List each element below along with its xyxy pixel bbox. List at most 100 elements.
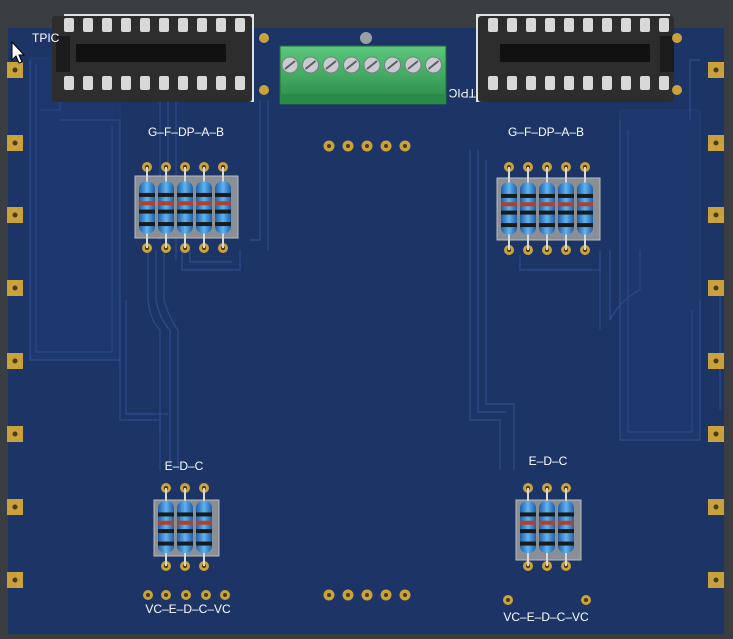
mount-pad [259, 33, 269, 43]
pad-hole [713, 577, 719, 583]
resistor-band [558, 223, 574, 228]
pad-hole [403, 593, 407, 597]
pad-hole [12, 358, 18, 364]
pad-hole [327, 144, 331, 148]
ic-pin [178, 76, 188, 90]
resistor-band [539, 223, 555, 228]
ic-pin [564, 76, 574, 90]
ic-pin [235, 76, 245, 90]
ic-pin [102, 76, 112, 90]
pad-hole [713, 140, 719, 146]
resistor-band [215, 222, 231, 227]
resistor-band [196, 541, 212, 546]
ic-pins [64, 18, 245, 90]
pad-hole [12, 212, 18, 218]
pad-hole [12, 504, 18, 510]
resistor-band [177, 541, 193, 546]
resistor-band [520, 512, 536, 517]
pad-hole [403, 144, 407, 148]
resistor-band [539, 202, 555, 207]
pad-hole [365, 593, 369, 597]
resistor-band [139, 209, 155, 214]
resistor-band [558, 512, 574, 517]
label-group-top-right: G–F–DP–A–B [508, 125, 584, 139]
pad-hole [365, 144, 369, 148]
screw-slot [284, 60, 296, 70]
pad-hole [713, 285, 719, 291]
resistor-band [158, 209, 174, 214]
resistor-band [158, 192, 174, 197]
resistor-band [158, 512, 174, 517]
resistor-band [196, 529, 212, 534]
ic-pin [640, 76, 650, 90]
mount-pad [259, 85, 269, 95]
ic-pin [216, 18, 226, 32]
screw-slot [366, 60, 378, 70]
resistor-band [196, 201, 212, 206]
resistor-band [539, 529, 555, 534]
pad-hole [713, 431, 719, 437]
ic-pin [507, 18, 517, 32]
ic-pin [121, 18, 131, 32]
resistor-band [158, 541, 174, 546]
resistor-band [539, 512, 555, 517]
resistor-band [558, 202, 574, 207]
resistor-band [577, 223, 593, 228]
ic-socket-left[interactable] [52, 14, 254, 102]
pad-hole [346, 144, 350, 148]
resistor-band [177, 520, 193, 525]
resistor-band [139, 201, 155, 206]
mount-pad [672, 85, 682, 95]
resistor-band [501, 210, 517, 215]
ic-pin [640, 18, 650, 32]
mouse-cursor-icon [11, 40, 26, 64]
resistor-band [520, 529, 536, 534]
pad-hole [384, 593, 388, 597]
resistor-band [558, 529, 574, 534]
copper-pour [29, 57, 701, 441]
resistor-group-bottom-left[interactable] [143, 483, 230, 600]
resistor-band [158, 520, 174, 525]
ic-pin [621, 18, 631, 32]
resistor-band [539, 193, 555, 198]
resistor-band [196, 222, 212, 227]
pad-hole [146, 593, 150, 597]
resistor-band [577, 210, 593, 215]
screw-slot [427, 60, 440, 70]
resistor-band [215, 209, 231, 214]
ic-pin [564, 18, 574, 32]
pad-hole [713, 212, 719, 218]
ic-pin [121, 76, 131, 90]
pad-hole [184, 593, 188, 597]
ic-pin [83, 18, 93, 32]
ic-pins [488, 18, 669, 90]
resistor-band [158, 529, 174, 534]
resistor-group-top-right[interactable] [496, 162, 601, 255]
resistor-band [520, 210, 536, 215]
screw-slot [386, 60, 399, 70]
ic-pin [64, 76, 74, 90]
resistor-band [196, 209, 212, 214]
screw-slot [304, 60, 317, 70]
resistor-band [177, 209, 193, 214]
pad-hole [12, 431, 18, 437]
resistor-group-bottom-right[interactable] [503, 483, 591, 605]
resistor-band [520, 541, 536, 546]
resistor-band [196, 192, 212, 197]
ic-socket-right[interactable] [476, 14, 674, 102]
resistor-band [177, 529, 193, 534]
resistor-band [158, 222, 174, 227]
ic-pin [83, 76, 93, 90]
ic-pin [621, 76, 631, 90]
resistor-band [215, 192, 231, 197]
resistor-group-top-left[interactable] [134, 162, 239, 253]
pad-hole [346, 593, 350, 597]
header-pads-top [323, 140, 411, 152]
resistor-band [196, 512, 212, 517]
screw-terminal-block[interactable] [279, 45, 447, 105]
label-group-bottom-left-top: E–D–C [165, 459, 204, 473]
pad-hole [223, 593, 227, 597]
ic-pin [507, 76, 517, 90]
pad-hole [506, 598, 510, 602]
